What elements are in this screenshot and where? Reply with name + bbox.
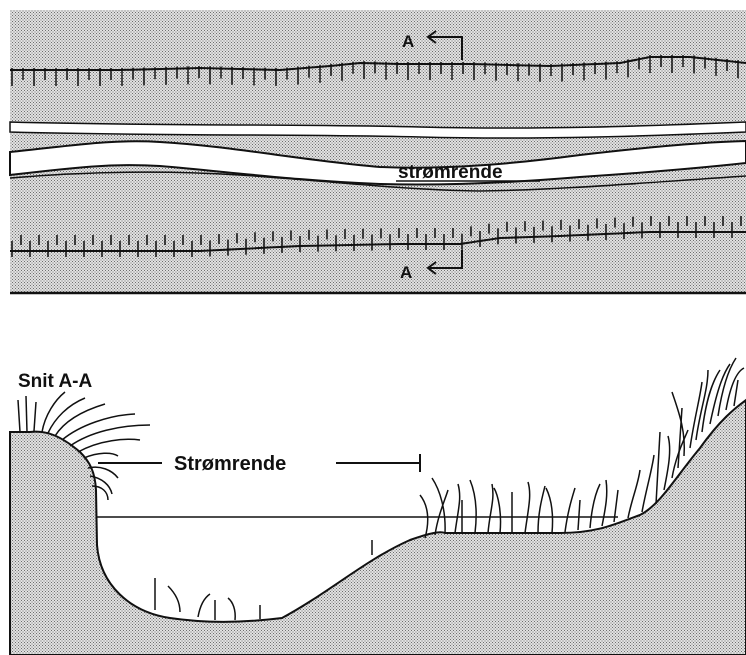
section-marker-bottom-label: A	[400, 263, 412, 282]
section-marker-top-label: A	[402, 32, 414, 51]
plan-view: A A strømrende	[10, 10, 746, 292]
cross-section: Snit A-A Strømrende	[10, 295, 746, 655]
cross-section-title: Snit A-A	[18, 371, 93, 392]
cross-section-channel-label: Strømrende	[174, 453, 286, 475]
plan-channel-label: strømrende	[398, 162, 503, 183]
